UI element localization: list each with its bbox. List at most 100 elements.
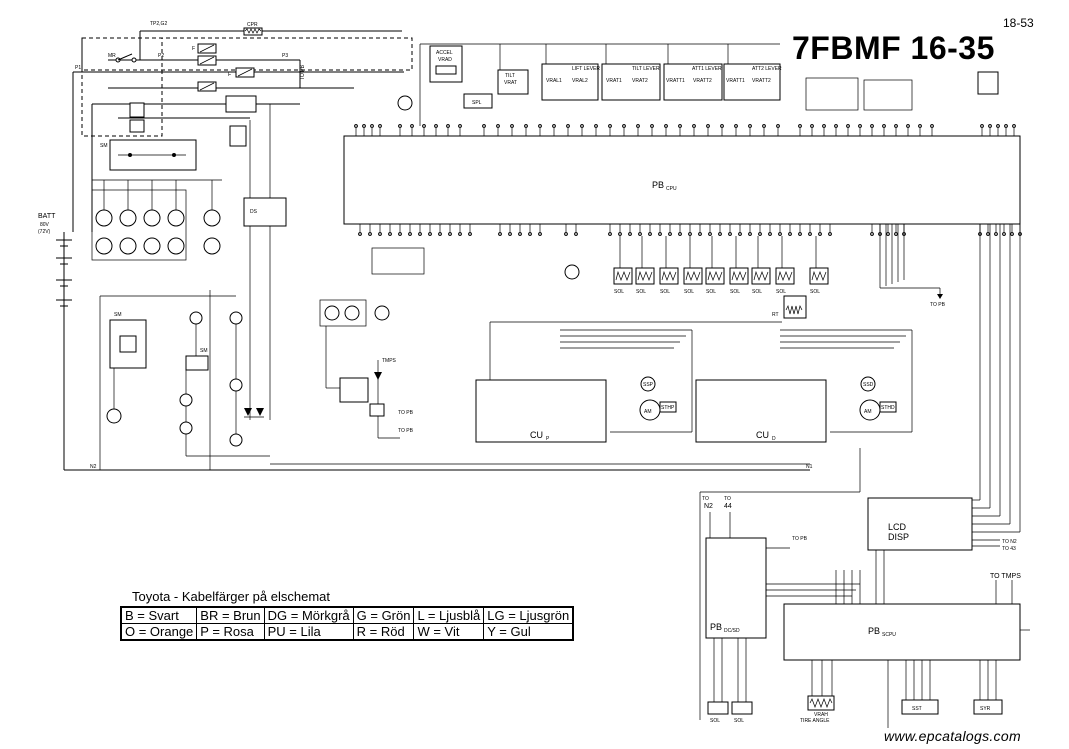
sensor-3: [143, 209, 161, 227]
solenoid-coil: [683, 267, 703, 285]
pin-terminal: [1010, 232, 1014, 236]
pb-scpu-label: PB: [868, 626, 880, 636]
pb-dcsd-controller: PB DC/SD TO N2 TO 44 TO PB SOL SOL: [699, 448, 861, 724]
switch-group-1: [805, 77, 859, 111]
pin-terminal: [834, 124, 838, 128]
pin-terminal: [368, 232, 372, 236]
pin-terminal: [678, 124, 682, 128]
lcd-display: LCD DISP TO N2 TO 43: [867, 497, 1020, 552]
pin-terminal: [798, 124, 802, 128]
pin-terminal: [408, 232, 412, 236]
f2-label: F: [228, 72, 231, 78]
pin-terminal: [354, 124, 358, 128]
legend-row: B = Svart BR = Brun DG = Mörkgrå G = Grö…: [120, 606, 574, 624]
switch-group-2: [863, 79, 913, 111]
pb-dcsd-box: [705, 537, 767, 639]
pin-terminal: [422, 124, 426, 128]
sm-b-box: [185, 355, 209, 371]
syr-label: SYR: [980, 706, 991, 712]
pin-terminal: [564, 232, 568, 236]
tilt-lever-box: [601, 63, 661, 101]
tire-angle-label: TIRE ANGLE: [800, 718, 830, 724]
solenoid-coil: [729, 267, 749, 285]
pin-terminal: [608, 124, 612, 128]
cu-d-controller: CU D AM SSD STHD: [695, 329, 913, 443]
vrat-label: VRAT: [504, 80, 517, 86]
pin-terminal: [622, 124, 626, 128]
pin-terminal: [846, 124, 850, 128]
to-pb-cpu-lower: TO PB: [792, 536, 808, 542]
legend-cell: BR = Brun: [196, 606, 265, 624]
fan-motor-4: [564, 264, 580, 280]
sensor-8: [167, 237, 185, 255]
legend-cell: DG = Mörkgrå: [263, 606, 354, 624]
mr-label: MR: [108, 53, 116, 59]
coil-winding: [685, 270, 701, 281]
to-pb-cpu-left2: TO PB: [398, 428, 414, 434]
pin-terminal: [528, 232, 532, 236]
pb-dcsd-sub: DC/SD: [724, 628, 740, 634]
tp-label: TP2,G2: [150, 21, 167, 27]
bottom-sol-1-label: SOL: [710, 718, 720, 724]
pin-terminal: [776, 124, 780, 128]
solenoid-coil: [751, 267, 771, 285]
ssp-sensor: [640, 376, 656, 392]
accel-label: ACCEL: [436, 50, 453, 56]
sm-s-label: SM: [114, 312, 122, 318]
coil-winding: [811, 270, 827, 281]
pin-terminal: [698, 232, 702, 236]
pin-terminal: [458, 124, 462, 128]
pin-terminal: [628, 232, 632, 236]
legend-cell: W = Vit: [413, 623, 485, 641]
pin-terminal: [748, 232, 752, 236]
relay-ls: [229, 125, 247, 147]
sol-label: SOL: [614, 289, 624, 295]
pin-terminal: [980, 124, 984, 128]
coil-winding: [615, 270, 631, 281]
diode-1: [244, 408, 252, 416]
pb-scpu-box: [783, 603, 1021, 661]
pin-terminal: [828, 232, 832, 236]
cu-d-sub: D: [772, 436, 776, 442]
cpr-resistor: [243, 27, 263, 36]
pin-terminal: [882, 124, 886, 128]
cpr-label: CPR: [247, 22, 258, 28]
pin-terminal: [738, 232, 742, 236]
to-n2-val: N2: [704, 503, 713, 510]
tilt-lever-label: TILT LEVER: [632, 66, 660, 72]
rt-label: RT: [772, 312, 779, 318]
pin-terminal: [566, 124, 570, 128]
pin-terminal: [894, 232, 898, 236]
n2-label-left: N2: [90, 464, 97, 470]
device-mid-4: [229, 378, 243, 392]
pin-terminal: [410, 124, 414, 128]
p3-label: P3: [282, 53, 288, 59]
fan-motors: TMPS TO PB TO PB: [319, 247, 580, 439]
legend-row: O = Orange P = Rosa PU = Lila R = Röd W …: [120, 623, 574, 641]
pb-cpu-sub: CPU: [666, 186, 677, 192]
batt-voltage: 80V: [40, 222, 50, 228]
sensor-6: [119, 237, 137, 255]
pin-terminal: [718, 232, 722, 236]
pin-terminal: [574, 232, 578, 236]
pin-terminal: [692, 124, 696, 128]
pin-terminal: [886, 232, 890, 236]
sol-label: SOL: [706, 289, 716, 295]
pb-cpu-label: PB: [652, 180, 664, 190]
legend-title: Toyota - Kabelfärger på elschemat: [132, 589, 330, 604]
bottom-sol-2-label: SOL: [734, 718, 744, 724]
pin-terminal: [618, 232, 622, 236]
page-number: 18-53: [1003, 16, 1034, 30]
lift-lever-box: [541, 63, 599, 101]
pin-terminal: [918, 124, 922, 128]
batt-nominal: (72V): [38, 229, 51, 235]
att2-lever-label: ATT2 LEVER: [752, 66, 782, 72]
sol-label: SOL: [776, 289, 786, 295]
pin-terminal: [996, 124, 1000, 128]
pb-cpu-controller: PB CPU: [343, 124, 1022, 236]
bottom-sol-1: [707, 701, 729, 715]
pin-terminal: [810, 124, 814, 128]
ssd-label: SSD: [863, 382, 874, 388]
pin-terminal: [446, 124, 450, 128]
spl-box: [463, 93, 493, 109]
